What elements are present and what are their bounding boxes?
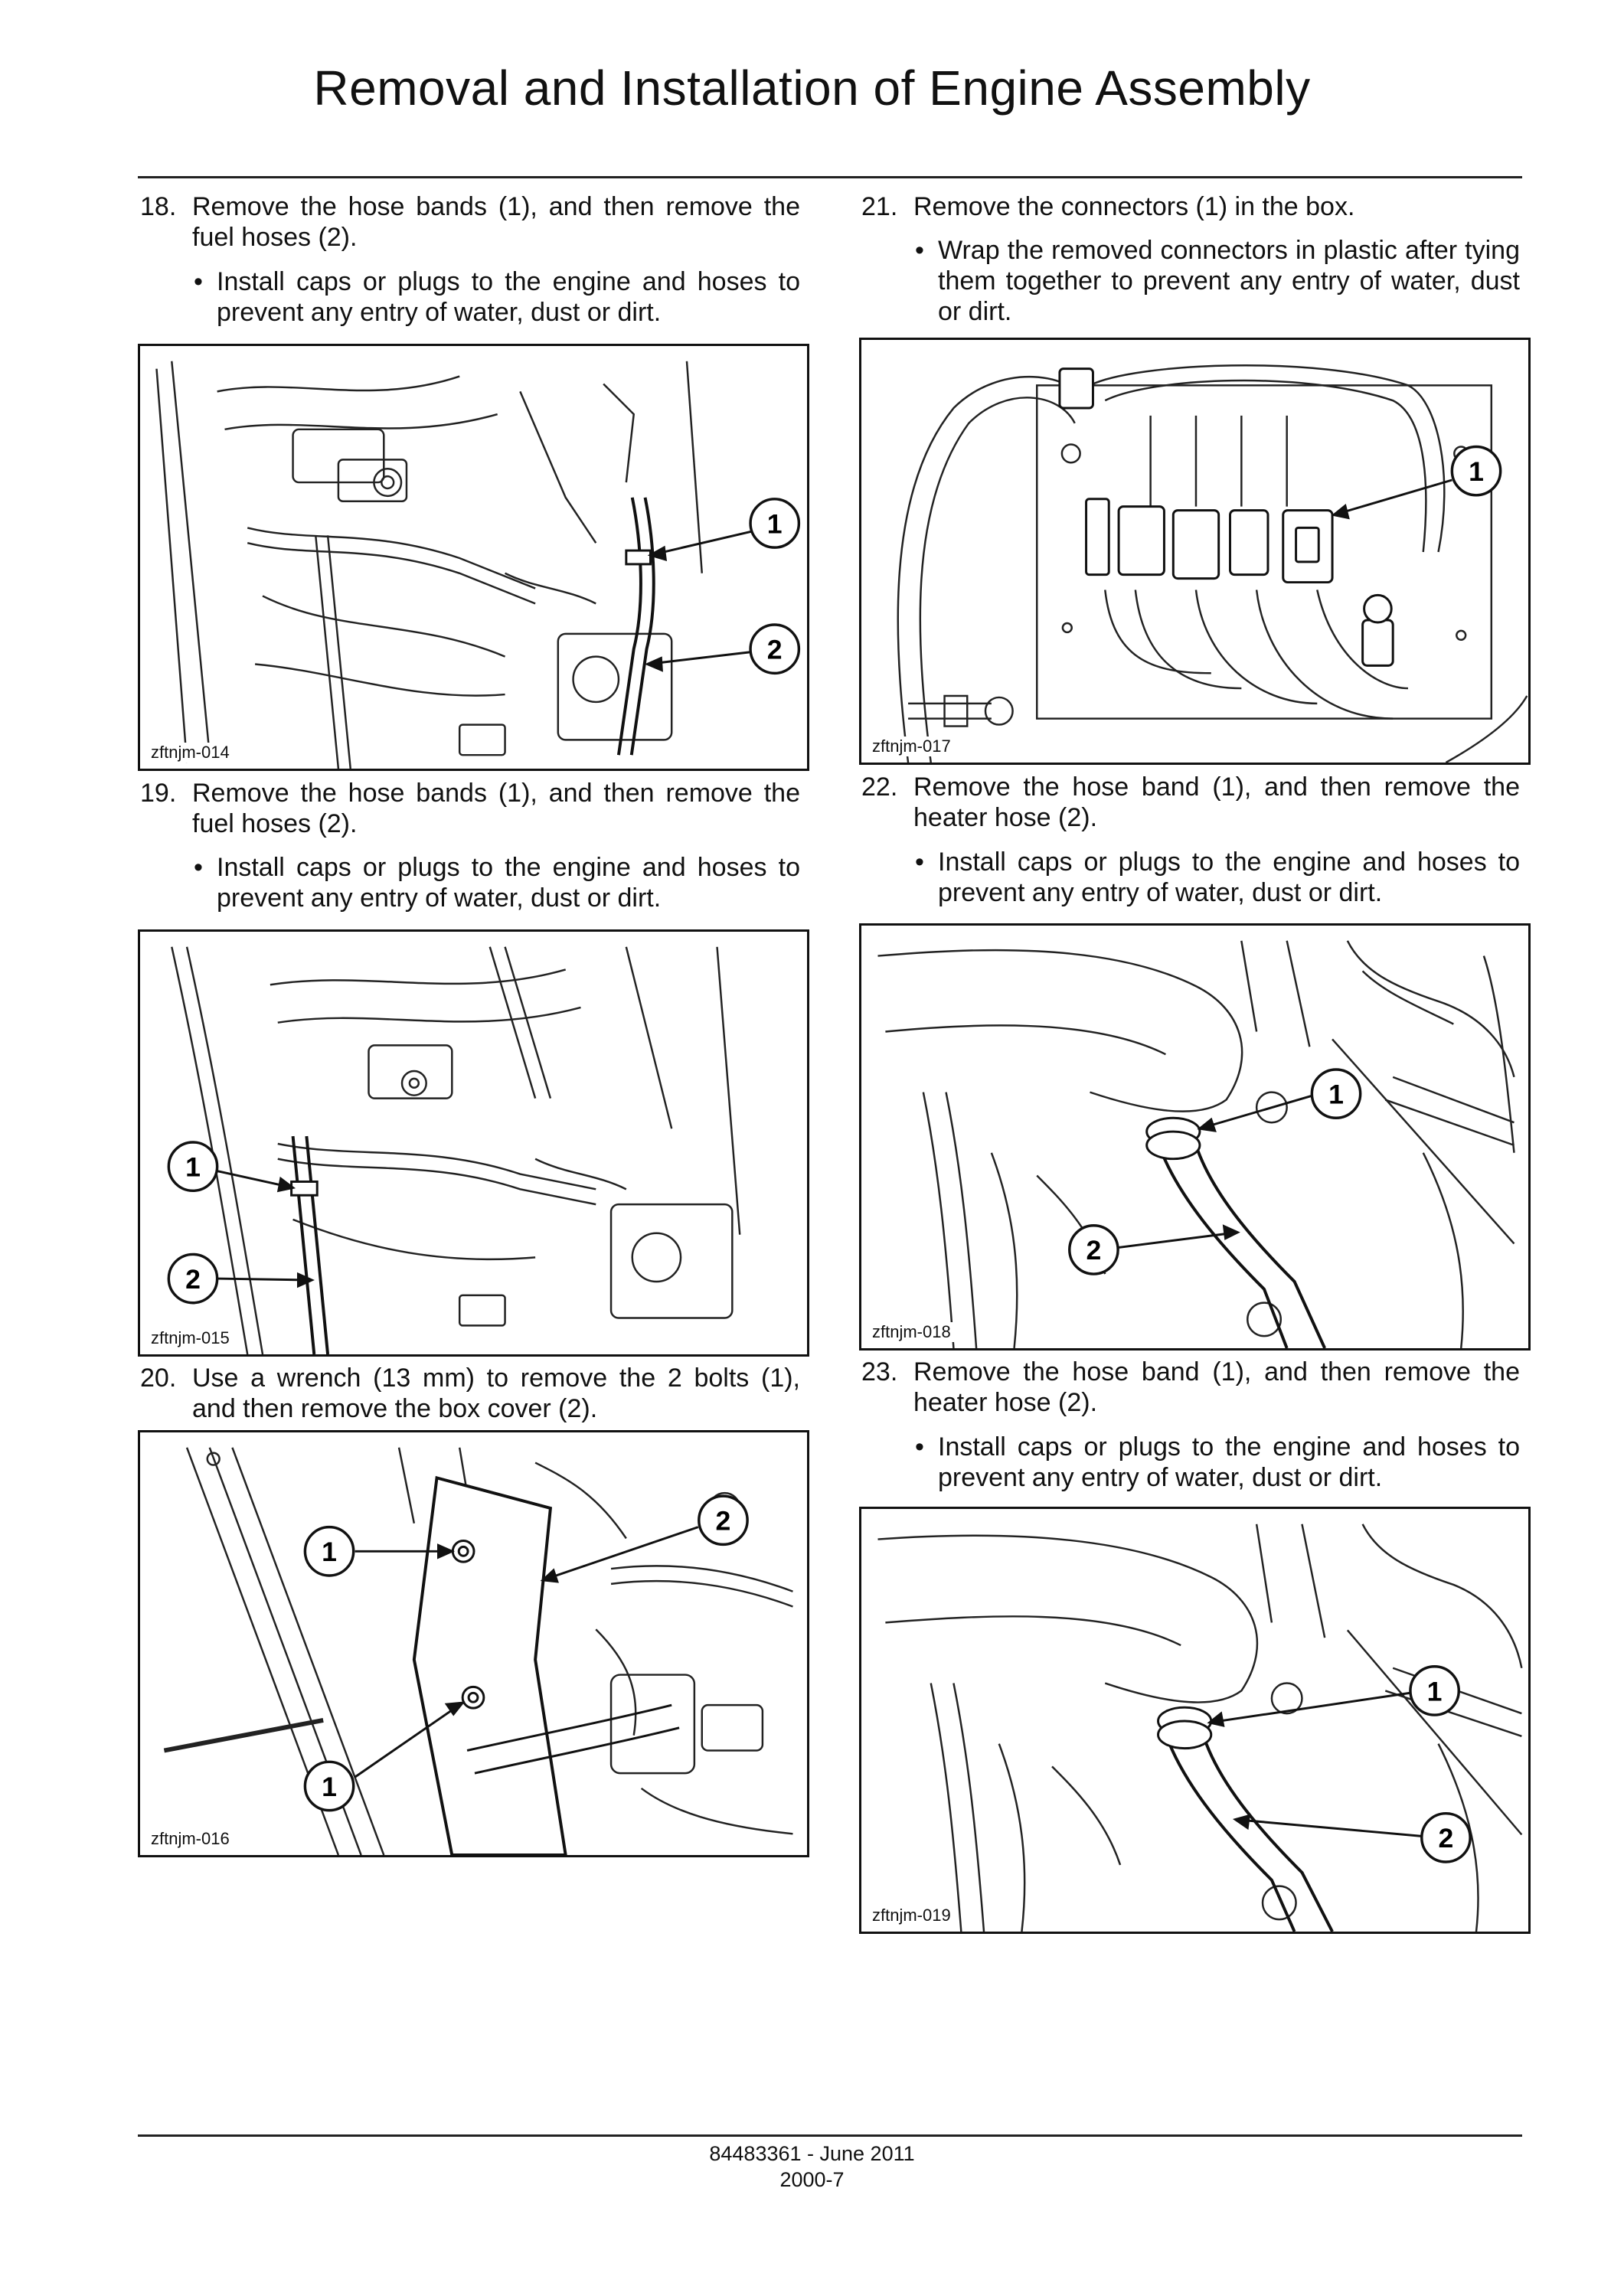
step-18: 18. Remove the hose bands (1), and then … — [140, 191, 800, 253]
figure-zftnjm-014: 1 2 zftnjm-014 — [138, 344, 809, 771]
callout-label: 2 — [767, 635, 783, 665]
bullet-icon: • — [194, 853, 203, 882]
figure-id: zftnjm-016 — [148, 1829, 233, 1849]
step-18-note: • Install caps or plugs to the engine an… — [194, 266, 800, 328]
step-number: 18. — [140, 192, 177, 221]
figure-zftnjm-018: 1 2 zftnjm-018 — [859, 923, 1531, 1350]
callout-2: 2 — [698, 1494, 749, 1546]
step-number: 23. — [861, 1357, 898, 1386]
step-19-note: • Install caps or plugs to the engine an… — [194, 852, 800, 913]
bullet-icon: • — [194, 267, 203, 296]
callout-label: 2 — [1439, 1823, 1454, 1853]
footer-rule — [138, 2134, 1522, 2137]
step-text: Use a wrench (13 mm) to remove the 2 bol… — [192, 1364, 800, 1423]
figure-zftnjm-017: 1 zftnjm-017 — [859, 338, 1531, 765]
callout-1: 1 — [1450, 445, 1502, 497]
callout-1: 1 — [1409, 1665, 1460, 1716]
note-text: Wrap the removed connectors in plastic a… — [938, 236, 1520, 326]
callout-label: 1 — [322, 1537, 337, 1567]
footer-doc-number: 84483361 - June 2011 — [709, 2142, 915, 2165]
note-text: Install caps or plugs to the engine and … — [938, 1432, 1520, 1492]
figure-zftnjm-016: 1 2 1 zftnjm-016 — [138, 1430, 809, 1857]
bullet-icon: • — [915, 1432, 924, 1462]
step-21-note: • Wrap the removed connectors in plastic… — [915, 235, 1520, 327]
step-text: Remove the hose band (1), and then remov… — [913, 1357, 1520, 1417]
step-number: 20. — [140, 1364, 177, 1393]
callout-label: 2 — [1086, 1235, 1102, 1266]
figure-id: zftnjm-019 — [869, 1906, 954, 1925]
callout-label: 1 — [1469, 456, 1484, 487]
figure-zftnjm-019: 1 2 zftnjm-019 — [859, 1507, 1531, 1934]
step-text: Remove the hose bands (1), and then remo… — [192, 192, 800, 252]
box-cover-illustration: 1 2 1 — [163, 1447, 793, 1855]
connector-box-illustration: 1 — [897, 364, 1528, 763]
step-text: Remove the hose band (1), and then remov… — [913, 772, 1520, 832]
figure-zftnjm-015: 1 2 zftnjm-015 — [138, 929, 809, 1357]
callout-1: 1 — [167, 1141, 219, 1193]
step-23: 23. Remove the hose band (1), and then r… — [861, 1357, 1520, 1418]
callout-label: 1 — [1427, 1676, 1443, 1706]
note-text: Install caps or plugs to the engine and … — [217, 853, 800, 913]
step-number: 22. — [861, 772, 898, 802]
header-rule — [138, 176, 1522, 178]
footer-page-number: 2000-7 — [779, 2168, 845, 2191]
figure-id: zftnjm-014 — [148, 743, 233, 763]
figure-id: zftnjm-017 — [869, 736, 954, 756]
note-text: Install caps or plugs to the engine and … — [938, 848, 1520, 907]
callout-2: 2 — [749, 623, 801, 675]
step-21: 21. Remove the connectors (1) in the box… — [861, 191, 1520, 222]
callout-2: 2 — [167, 1253, 219, 1305]
step-text: Remove the hose bands (1), and then remo… — [192, 779, 800, 838]
callout-1: 1 — [749, 498, 801, 549]
figure-id: zftnjm-018 — [869, 1322, 954, 1342]
callout-1: 1 — [1310, 1068, 1362, 1119]
callout-2: 2 — [1420, 1811, 1472, 1863]
step-text: Remove the connectors (1) in the box. — [913, 192, 1355, 221]
heater-hose-illustration: 1 2 — [877, 940, 1515, 1348]
callout-1-top: 1 — [303, 1525, 355, 1577]
callout-label: 2 — [716, 1506, 731, 1537]
step-22-note: • Install caps or plugs to the engine an… — [915, 847, 1520, 908]
step-number: 21. — [861, 192, 898, 221]
callout-label: 1 — [1328, 1079, 1344, 1109]
callout-label: 1 — [185, 1152, 201, 1183]
heater-hose-illustration: 1 2 — [877, 1524, 1523, 1932]
step-23-note: • Install caps or plugs to the engine an… — [915, 1432, 1520, 1493]
callout-label: 2 — [185, 1264, 201, 1295]
step-22: 22. Remove the hose band (1), and then r… — [861, 772, 1520, 833]
engine-fuel-hose-illustration: 1 2 — [155, 361, 801, 769]
callout-label: 1 — [767, 508, 783, 539]
note-text: Install caps or plugs to the engine and … — [217, 267, 800, 327]
bullet-icon: • — [915, 236, 924, 265]
callout-label: 1 — [322, 1772, 337, 1802]
engine-fuel-hose-illustration: 1 2 — [167, 946, 741, 1354]
callout-1-bottom: 1 — [303, 1760, 355, 1812]
step-19: 19. Remove the hose bands (1), and then … — [140, 778, 800, 839]
figure-id: zftnjm-015 — [148, 1328, 233, 1348]
bullet-icon: • — [915, 848, 924, 877]
step-number: 19. — [140, 779, 177, 808]
callout-2: 2 — [1068, 1224, 1119, 1275]
page-title: Removal and Installation of Engine Assem… — [313, 60, 1311, 116]
step-20: 20. Use a wrench (13 mm) to remove the 2… — [140, 1363, 800, 1424]
